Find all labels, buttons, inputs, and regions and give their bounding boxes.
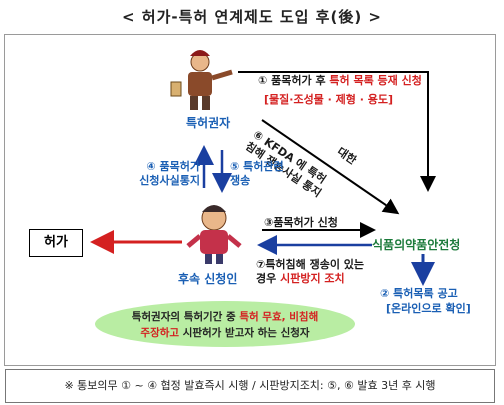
- patentee-figure-icon: [170, 50, 233, 110]
- step2-bracket: [온라인으로 확인]: [386, 302, 471, 315]
- page-title: < 허가-특허 연계제도 도입 후(後) >: [122, 8, 382, 26]
- eligible-applicant-text: 특허권자의 특허기간 중 특허 무효, 비침해 주장하고 시판허가 받고자 하는…: [107, 309, 343, 341]
- mfds-label: 식품의약품안전청: [372, 238, 461, 252]
- ellipse-a: 특허권자의: [131, 311, 181, 323]
- eligible-applicant-ellipse: [95, 301, 355, 347]
- applicant-label: 후속 신청인: [178, 272, 238, 286]
- applicant-figure-icon: [186, 205, 242, 264]
- step1-red: 특허 목록 등재 신청: [329, 74, 422, 87]
- step1-label: ① 품목허가 후 특허 목록 등재 신청: [258, 74, 422, 88]
- step7-line2: 경우 시판방지 조치: [256, 272, 364, 286]
- permit-box: 허가: [29, 229, 83, 257]
- step4-line2: 신청사실통지: [139, 174, 200, 187]
- step3-label: ③품목허가 신청: [264, 216, 338, 229]
- step4-label: ④ 품목허가 신청사실통지: [122, 160, 200, 188]
- diagram-frame: [4, 34, 496, 366]
- step1-bracket: [물질·조성물 · 제형 · 용도]: [264, 93, 393, 106]
- ellipse-red1: 특허 무효, 비침해: [239, 311, 319, 323]
- ellipse-line2: 주장하고 시판허가 받고자 하는 신청자: [107, 325, 343, 341]
- arrow-step1: [238, 71, 436, 192]
- arrow-step6: [261, 119, 400, 215]
- ellipse-red2: 주장하고: [140, 327, 180, 339]
- ellipse-c: 중: [226, 311, 236, 323]
- patentee-label: 특허권자: [186, 116, 231, 130]
- step5-line2: 쟁송: [230, 174, 251, 187]
- footer-note: ※ 통보의무 ① ~ ④ 협정 발효즉시 시행 / 시판방지조치: ⑤, ⑥ 발…: [5, 369, 495, 403]
- ellipse-b: 특허기간: [183, 311, 223, 323]
- step7-red: 시판방지 조치: [280, 272, 345, 285]
- step4-line1: ④ 품목허가: [146, 160, 200, 173]
- ellipse-line1: 특허권자의 특허기간 중 특허 무효, 비침해: [107, 309, 343, 325]
- step7-label: ⑦특허침해 쟁송이 있는 경우 시판방지 조치: [256, 258, 364, 286]
- step2-label: ② 특허목록 공고: [380, 287, 458, 300]
- ellipse-d: 시판허가 받고자 하는 신청자: [182, 327, 310, 339]
- step5-label: ⑤ 특허관련 쟁송: [230, 160, 284, 188]
- step7-line1: ⑦특허침해 쟁송이 있는: [256, 258, 365, 271]
- step5-line1: ⑤ 특허관련: [230, 160, 284, 173]
- step1-num: ① 품목허가 후: [258, 74, 326, 87]
- step7-prefix: 경우: [256, 272, 277, 285]
